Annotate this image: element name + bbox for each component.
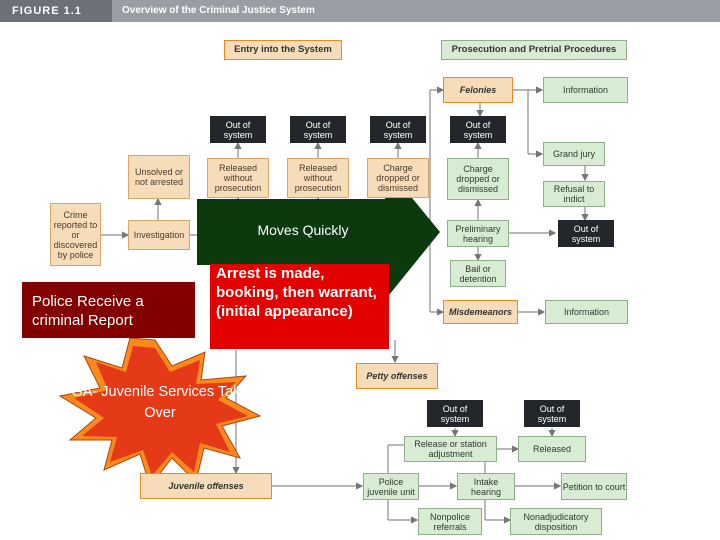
released-box-2: Released without prosecution [287, 158, 349, 198]
information-box-2: Information [545, 300, 628, 324]
out-of-system-7: Out of system [524, 400, 580, 427]
nonadjudicatory-box: Nonadjudicatory disposition [510, 508, 602, 535]
bail-box: Bail or detention [450, 260, 506, 287]
refusal-box: Refusal to indict [543, 181, 605, 207]
grand-jury-box: Grand jury [543, 142, 605, 166]
petty-offenses-box: Petty offenses [356, 363, 438, 389]
moves-quickly-arrow [197, 165, 440, 300]
unsolved-box: Unsolved or not arrested [128, 155, 190, 199]
moves-quickly-label: Moves Quickly [257, 222, 349, 238]
juvenile-burst-inner [74, 346, 248, 476]
out-of-system-5: Out of system [558, 220, 614, 247]
out-of-system-2: Out of system [290, 116, 346, 143]
crime-reported-box: Crime reported to or discovered by polic… [50, 203, 101, 266]
out-of-system-1: Out of system [210, 116, 266, 143]
out-of-system-6: Out of system [427, 400, 483, 427]
out-of-system-3: Out of system [370, 116, 426, 143]
information-box-1: Information [543, 77, 628, 103]
nonpolice-box: Nonpolice referrals [418, 508, 482, 535]
figure-label: FIGURE 1.1 [0, 0, 112, 22]
felonies-box: Felonies [443, 77, 513, 103]
charge-dropped-box-1: Charge dropped or dismissed [367, 158, 429, 198]
petition-box: Petition to court [561, 473, 627, 500]
arrest-callout: Arrest is made, booking, then warrant, (… [210, 264, 389, 349]
release-station-box: Release or station adjustment [404, 436, 497, 462]
misdemeanors-box: Misdemeanors [443, 300, 518, 324]
charge-dropped-box-2: Charge dropped or dismissed [447, 158, 509, 200]
out-of-system-4: Out of system [450, 116, 506, 143]
police-report-callout: Police Receive a criminal Report [22, 282, 195, 338]
figure-title: Overview of the Criminal Justice System [122, 5, 315, 16]
section-prosecution: Prosecution and Pretrial Procedures [441, 40, 627, 60]
juvenile-services-label: GA- Juvenile Services Take Over [71, 384, 249, 421]
section-entry: Entry into the System [224, 40, 342, 60]
investigation-box: Investigation [128, 220, 190, 250]
released-box-1: Released without prosecution [207, 158, 269, 198]
figure-header: FIGURE 1.1 Overview of the Criminal Just… [0, 0, 720, 22]
juvenile-offenses-box: Juvenile offenses [140, 473, 272, 499]
intake-hearing-box: Intake hearing [457, 473, 515, 500]
released-box: Released [518, 436, 586, 462]
police-juvenile-box: Police juvenile unit [363, 473, 419, 500]
preliminary-hearing-box: Preliminary hearing [447, 220, 509, 247]
